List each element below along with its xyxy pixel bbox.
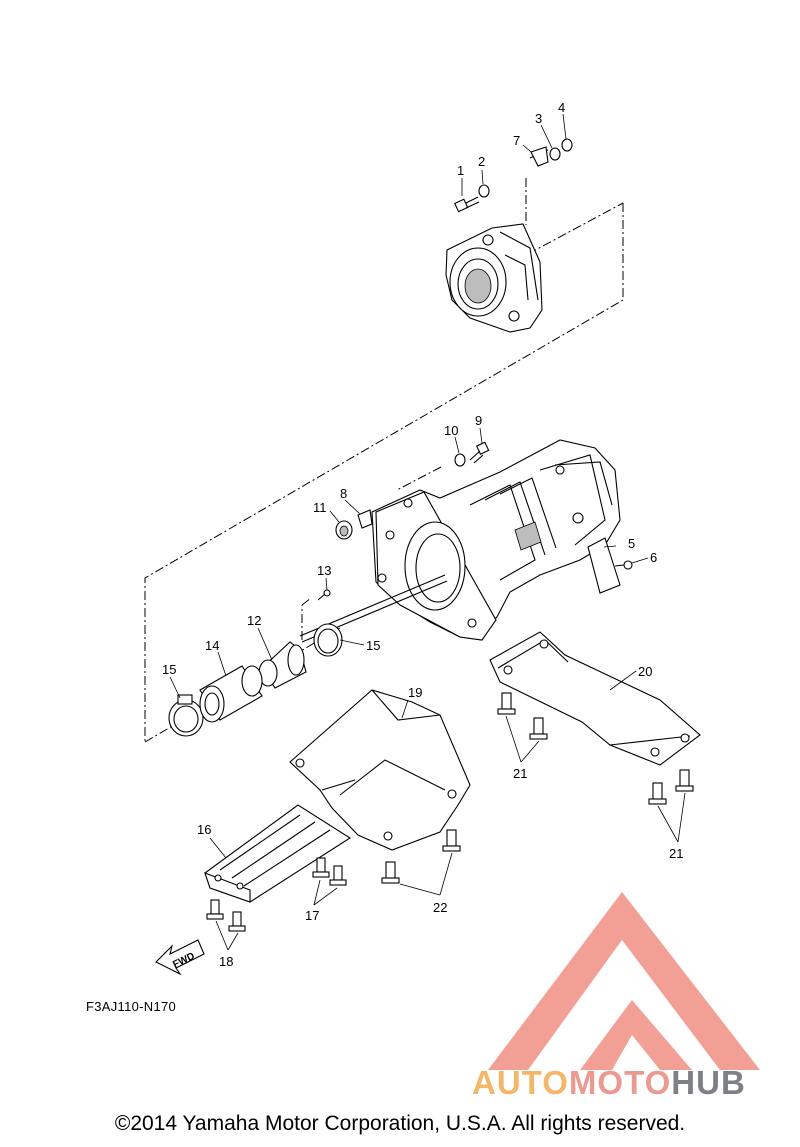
washer-part-2 <box>478 184 490 198</box>
watermark-text-moto: MOTO <box>568 1064 672 1101</box>
callout-19: 19 <box>408 685 422 700</box>
bolts-part-18 <box>206 899 246 951</box>
grate-part-16 <box>204 804 352 903</box>
callout-21-right: 21 <box>669 846 683 861</box>
coupling-part-12 <box>258 641 307 689</box>
watermark-logo <box>488 892 760 1070</box>
callout-15-upper: 15 <box>366 638 380 653</box>
callout-9: 9 <box>475 413 482 428</box>
washer-part-3 <box>549 147 561 161</box>
hose-part-14 <box>199 665 263 723</box>
callout-labels: 1 2 3 4 5 6 7 8 9 10 11 12 13 14 15 15 1… <box>162 100 683 969</box>
clamp-part-15-lower <box>168 694 204 737</box>
watermark-text: AUTOMOTOHUB <box>472 1064 746 1102</box>
bolts-part-21 <box>497 692 694 843</box>
callout-10: 10 <box>444 423 458 438</box>
jet-pump-body <box>371 439 621 641</box>
bearing-housing <box>445 223 543 333</box>
callout-2: 2 <box>478 154 485 169</box>
bolts-part-17 <box>312 857 347 906</box>
callout-12: 12 <box>247 613 261 628</box>
callout-17: 17 <box>305 908 319 923</box>
fwd-arrow: FWD <box>155 939 205 976</box>
callout-1: 1 <box>457 163 464 178</box>
pad-part-5 <box>587 537 621 594</box>
diagram-code: F3AJ110-N170 <box>86 999 177 1014</box>
nut-part-4 <box>561 138 573 152</box>
screw-part-13 <box>317 589 331 601</box>
callout-13: 13 <box>317 563 331 578</box>
bolt-part-1 <box>454 196 480 213</box>
clip-part-7 <box>530 146 549 167</box>
callout-3: 3 <box>535 111 542 126</box>
callout-15-lower: 15 <box>162 662 176 677</box>
copyright-notice: ©2014 Yamaha Motor Corporation, U.S.A. A… <box>114 1112 686 1135</box>
callout-20: 20 <box>638 664 652 679</box>
nut-part-11 <box>335 520 353 540</box>
callout-6: 6 <box>650 550 657 565</box>
callout-21-left: 21 <box>513 766 527 781</box>
plate-part-20 <box>489 631 701 766</box>
callout-5: 5 <box>628 536 635 551</box>
callout-22: 22 <box>433 900 447 915</box>
callout-4: 4 <box>558 100 565 115</box>
intake-part-19 <box>289 689 471 851</box>
leader-lines <box>169 113 649 859</box>
screw-part-6 <box>614 560 633 570</box>
clip-part-8 <box>357 509 373 529</box>
watermark-text-auto: AUTO <box>472 1064 569 1101</box>
callout-14: 14 <box>205 638 219 653</box>
washer-part-10 <box>454 453 466 467</box>
clamp-part-15-upper <box>313 623 343 657</box>
callout-8: 8 <box>340 486 347 501</box>
callout-7: 7 <box>513 133 520 148</box>
callout-11: 11 <box>313 500 327 515</box>
watermark-text-hub: HUB <box>671 1064 746 1101</box>
bolt-part-9 <box>469 441 490 464</box>
bolts-part-22 <box>381 829 461 896</box>
callout-18: 18 <box>219 954 233 969</box>
callout-16: 16 <box>197 822 211 837</box>
